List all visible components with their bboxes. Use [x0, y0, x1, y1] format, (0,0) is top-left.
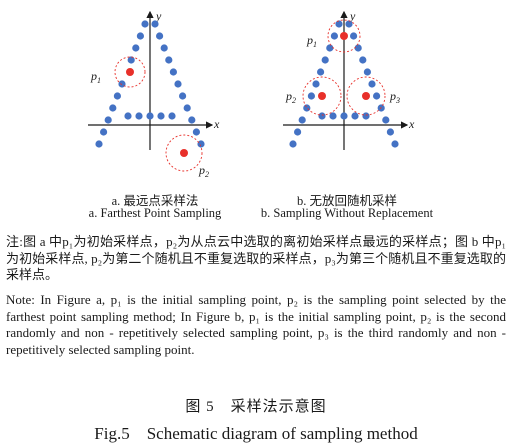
- panel-a-point-16: [104, 116, 112, 124]
- panel-a-caption-en: a. Farthest Point Sampling: [88, 206, 222, 220]
- panel-a-point-15: [183, 104, 191, 112]
- panel-a-point-10: [118, 80, 126, 88]
- panel-a-p2-label: p2: [198, 163, 209, 179]
- panel-a-point-22: [124, 112, 132, 120]
- figure-title-chinese: 图 5 采样法示意图: [185, 399, 327, 415]
- panel-b-x-axis-label: x: [408, 117, 415, 131]
- panel-b-point-19: [386, 128, 394, 136]
- panel-a-point-1: [151, 20, 159, 28]
- panel-b-point-3: [350, 32, 358, 40]
- panel-b-caption-cn: b. 无放回随机采样: [296, 194, 397, 208]
- panel-a-point-17: [188, 116, 196, 124]
- panel-b-p1-circle: [327, 19, 361, 53]
- panel-b-point-20: [289, 140, 297, 148]
- panel-b-y-axis-label: y: [349, 9, 356, 23]
- panel-b-point-22: [318, 112, 326, 120]
- panel-a-p2-point: [180, 149, 188, 157]
- panel-a-point-3: [156, 32, 164, 40]
- panel-b-point-14: [303, 104, 311, 112]
- panel-a-point-25: [157, 112, 165, 120]
- figures-canvas: x y p1 p2 x y p1 p2 p3: [88, 9, 415, 179]
- panel-a-point-4: [132, 44, 140, 52]
- panel-b-caption-en: b. Sampling Without Replacement: [260, 206, 434, 220]
- panel-b-p2-label: p2: [285, 89, 296, 105]
- panel-a-point-12: [113, 92, 121, 100]
- panel-b-p3-circle: [346, 76, 386, 116]
- panel-a-p1-circle: [114, 56, 146, 88]
- panel-b-p1-point: [340, 32, 348, 40]
- note-english: Note: In Figure a, p₁ is the initial sam…: [6, 292, 506, 357]
- panel-a-point-5: [160, 44, 168, 52]
- panel-a-point-6: [127, 56, 135, 64]
- panel-b-point-16: [298, 116, 306, 124]
- panel-a-caption-cn: a. 最远点采样法: [111, 194, 199, 208]
- panel-b-p3-point: [362, 92, 370, 100]
- panel-a-point-9: [169, 68, 177, 76]
- panel-b-point-10: [312, 80, 320, 88]
- panel-b-point-9: [363, 68, 371, 76]
- panel-a-points: [95, 20, 205, 148]
- panel-b-point-2: [330, 32, 338, 40]
- panel-b-point-13: [373, 92, 381, 100]
- panel-a-p2-circle: [165, 134, 203, 172]
- panel-b-p2-circle: [302, 76, 342, 116]
- panel-a-point-13: [179, 92, 187, 100]
- panel-a-point-23: [135, 112, 143, 120]
- panel-a-point-11: [174, 80, 182, 88]
- panel-a-point-24: [146, 112, 154, 120]
- panel-a-point-19: [192, 128, 200, 136]
- panel-b-point-11: [368, 80, 376, 88]
- note-chinese: 注:图 a 中p₁为初始采样点，p₂为从点云中选取的离初始采样点最远的采样点；图…: [6, 234, 506, 282]
- panel-b-p3-label: p3: [389, 89, 400, 105]
- panel-a-y-axis-label: y: [155, 9, 162, 23]
- panel-b-point-1: [345, 20, 353, 28]
- panel-a-point-0: [141, 20, 149, 28]
- panel-b: x y p1 p2 p3: [283, 9, 415, 150]
- panel-a-point-26: [168, 112, 176, 120]
- panel-b-point-4: [326, 44, 334, 52]
- panel-b-point-21: [391, 140, 399, 148]
- panel-b-point-7: [359, 56, 367, 64]
- panel-a-point-7: [165, 56, 173, 64]
- panel-a-point-21: [197, 140, 205, 148]
- panel-b-point-23: [329, 112, 337, 120]
- panel-b-point-12: [307, 92, 315, 100]
- panel-b-p1-label: p1: [306, 33, 317, 49]
- panel-b-point-26: [362, 112, 370, 120]
- panel-a-point-20: [95, 140, 103, 148]
- panel-a-point-18: [100, 128, 108, 136]
- panel-a-point-14: [109, 104, 117, 112]
- panel-b-point-17: [382, 116, 390, 124]
- panel-a-p1-label: p1: [90, 69, 101, 85]
- panel-a-p1-point: [126, 68, 134, 76]
- panel-a-point-2: [136, 32, 144, 40]
- panel-a-x-axis-label: x: [213, 117, 220, 131]
- panel-b-point-24: [340, 112, 348, 120]
- panel-b-point-18: [294, 128, 302, 136]
- panel-b-point-0: [335, 20, 343, 28]
- panel-a: x y p1 p2: [88, 9, 220, 179]
- figure-title-english: Fig.5 Schematic diagram of sampling meth…: [94, 424, 418, 443]
- panel-b-p2-point: [318, 92, 326, 100]
- panel-b-point-8: [317, 68, 325, 76]
- panel-b-point-25: [351, 112, 359, 120]
- panel-b-point-6: [321, 56, 329, 64]
- panel-b-point-5: [354, 44, 362, 52]
